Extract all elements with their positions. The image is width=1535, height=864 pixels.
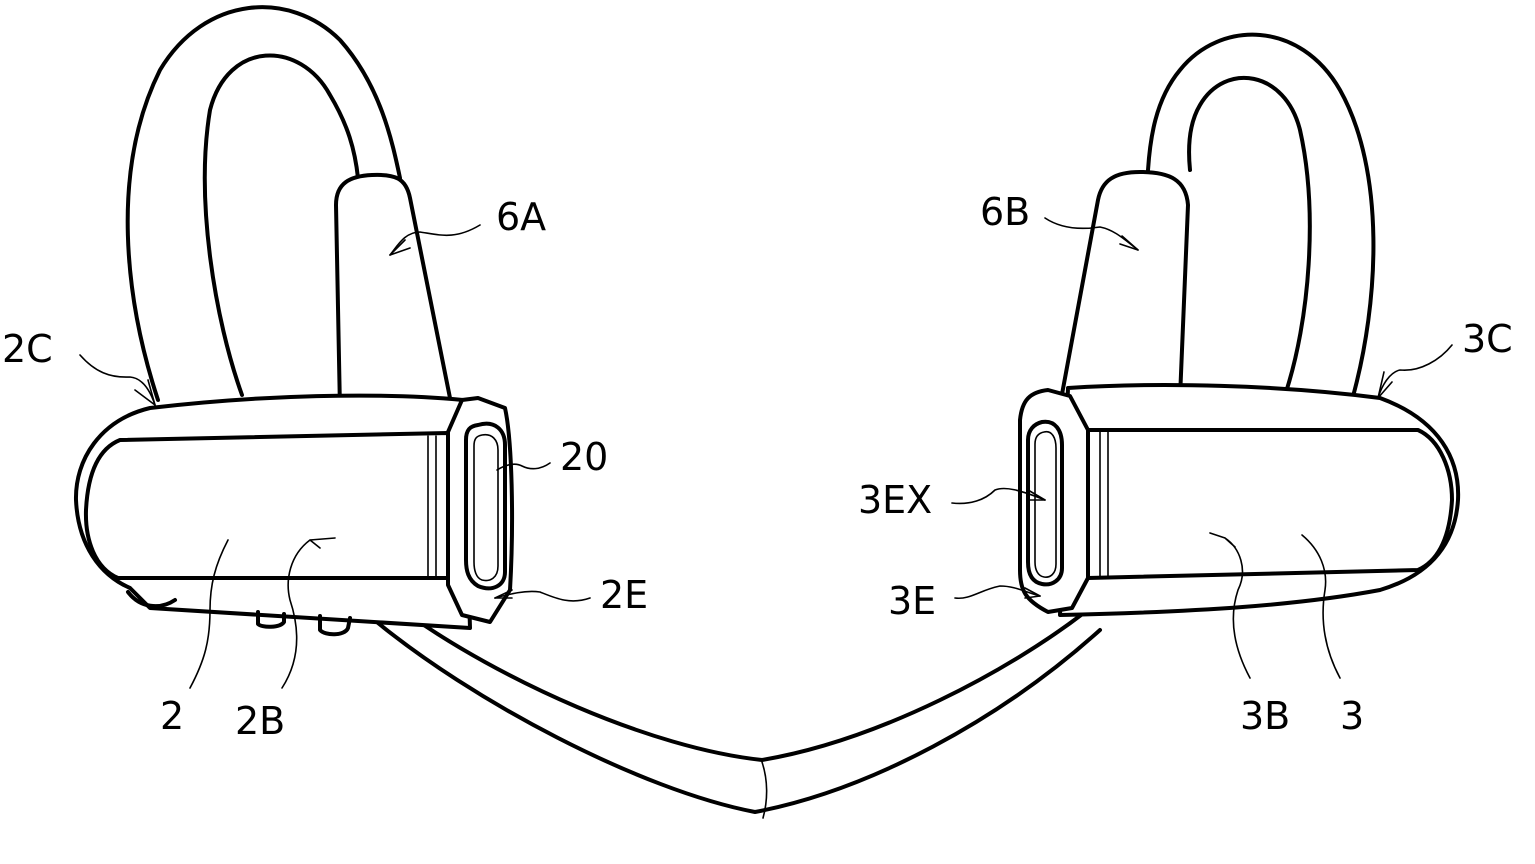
ear-hook-left [125, 5, 452, 412]
leader-lines [79, 217, 1453, 689]
label-3B: 3B [1240, 694, 1291, 738]
neckband [370, 610, 1102, 819]
housing-left [73, 393, 515, 637]
label-6A: 6A [496, 195, 547, 239]
label-6B: 6B [980, 190, 1031, 234]
ear-hook-right [1058, 32, 1376, 407]
label-3E: 3E [888, 579, 937, 623]
label-2C: 2C [2, 327, 53, 371]
label-3: 3 [1340, 694, 1365, 738]
label-2: 2 [160, 694, 185, 738]
label-2E: 2E [600, 573, 649, 617]
label-2B: 2B [235, 699, 286, 743]
housing-right [1018, 383, 1461, 617]
label-20: 20 [560, 435, 609, 479]
label-3EX: 3EX [858, 478, 933, 522]
label-3C: 3C [1462, 317, 1513, 361]
